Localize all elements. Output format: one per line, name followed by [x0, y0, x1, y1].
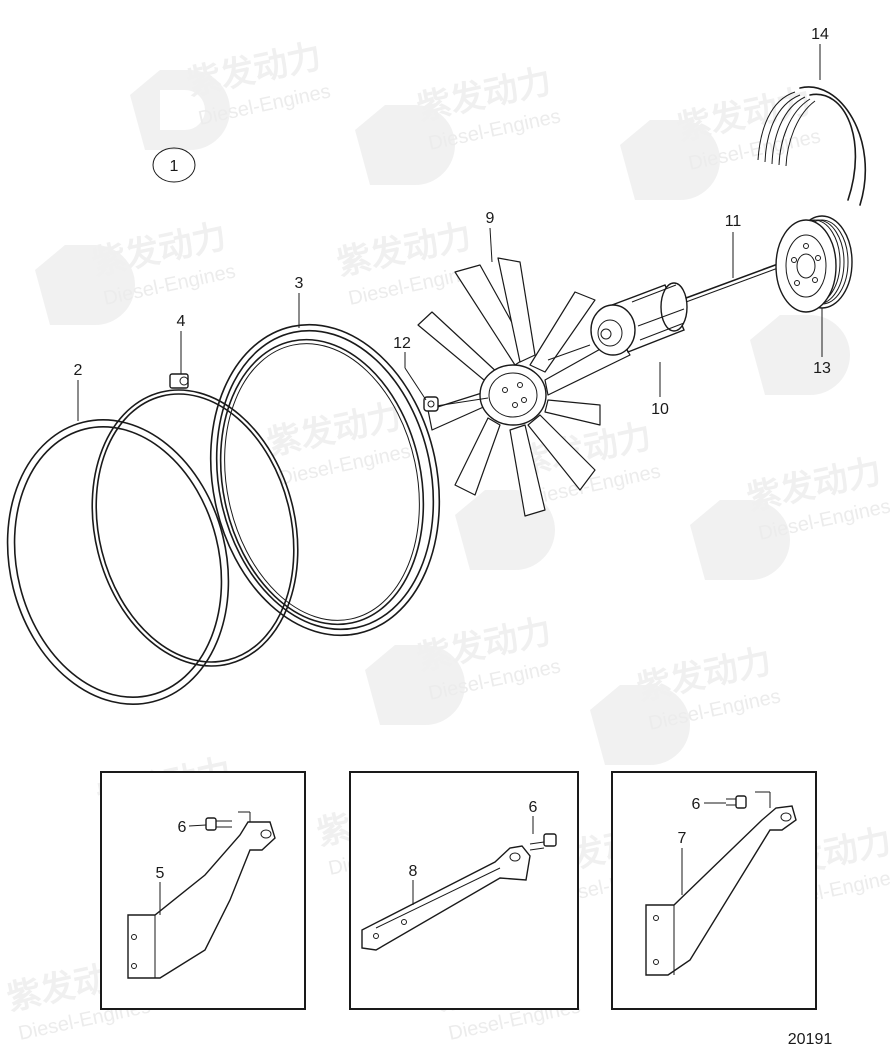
callout-13: 13 [813, 360, 831, 377]
callout-7: 7 [678, 830, 687, 847]
part-11-stud [685, 263, 779, 303]
bolt-6 [726, 795, 747, 809]
part-12-nut [423, 396, 489, 412]
inset-bracket-5: 6 5 [100, 771, 306, 1010]
callout-6: 6 [692, 796, 701, 813]
part-4-clamp [91, 373, 299, 667]
callout-4: 4 [177, 313, 186, 330]
part-14-belt [757, 86, 866, 206]
callout-10: 10 [651, 401, 669, 418]
assembly-label: 1 [152, 147, 196, 183]
callouts-top: 2 4 3 12 9 10 11 13 14 [74, 26, 831, 418]
inset-bracket-7: 6 7 [611, 771, 817, 1010]
leader-lines [77, 44, 823, 421]
callout-6: 6 [529, 799, 538, 816]
callout-14: 14 [811, 26, 829, 43]
drawing-number: 20191 [788, 1031, 833, 1048]
inset-bracket-8: 6 8 [349, 771, 579, 1010]
callout-12: 12 [393, 335, 411, 352]
clamp-lock [169, 373, 189, 389]
callout-2: 2 [74, 362, 83, 379]
watermark-logo [35, 70, 850, 765]
part-3-shroud-ring [209, 323, 441, 637]
callout-5: 5 [156, 865, 165, 882]
part-2-ring [6, 419, 230, 705]
bolt-6 [529, 833, 557, 851]
part-9-fan [417, 257, 631, 517]
callout-11: 11 [725, 213, 742, 230]
callout-9: 9 [486, 210, 495, 227]
part-10-hub [547, 282, 688, 361]
assembly-number: 1 [170, 158, 179, 175]
callout-8: 8 [409, 863, 418, 880]
bolt-6 [205, 817, 232, 831]
part-13-pulley [775, 215, 853, 313]
callout-3: 3 [295, 275, 304, 292]
callout-6: 6 [178, 819, 187, 836]
